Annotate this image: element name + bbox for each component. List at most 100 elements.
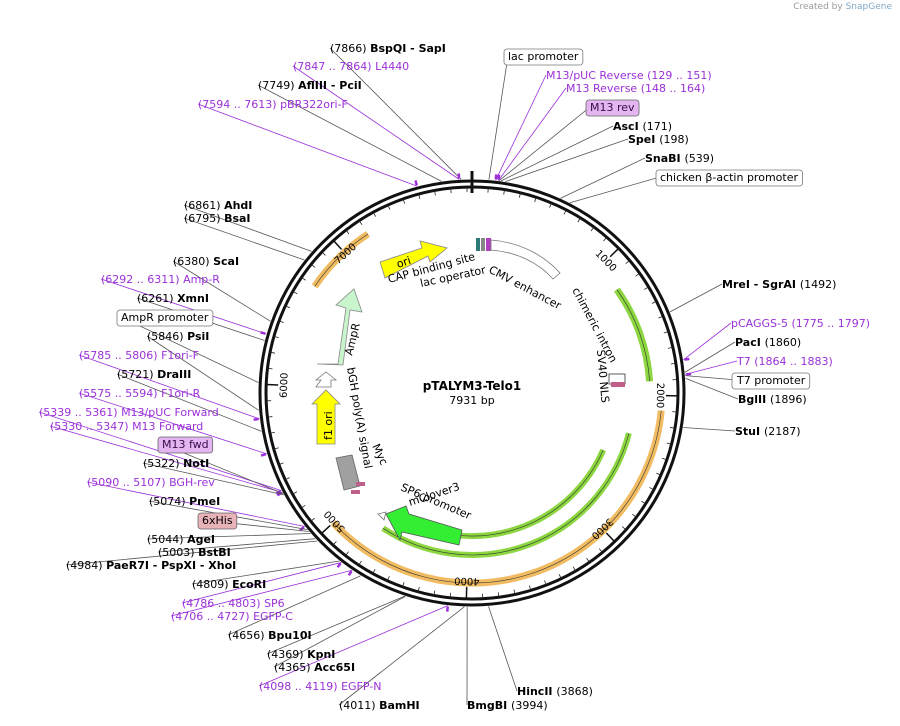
label-bpu10i[interactable]: (4656) Bpu10I xyxy=(228,629,312,642)
minor-tick xyxy=(321,251,326,256)
label-pmei[interactable]: (5074) PmeI xyxy=(149,495,220,508)
minor-tick xyxy=(372,568,376,574)
minor-tick xyxy=(292,491,298,495)
minor-tick xyxy=(267,416,273,418)
f1-ori-feature-arrow[interactable] xyxy=(311,389,341,445)
6xhis-box xyxy=(197,512,238,530)
label-xmni[interactable]: (6261) XmnI xyxy=(137,292,209,305)
sp6-promoter-arrow[interactable] xyxy=(377,511,387,521)
label-f1ori-f[interactable]: (5785 .. 5806) F1ori-F xyxy=(79,349,199,362)
label-bglii[interactable]: BglII (1896) xyxy=(738,393,807,406)
label-bstbi[interactable]: (5003) BstBI xyxy=(158,546,231,559)
ecori-pre: (4809) xyxy=(192,578,232,591)
minor-tick xyxy=(625,260,630,264)
tick-label: 6000 xyxy=(279,372,291,398)
label-ahdi[interactable]: (6861) AhdI xyxy=(184,199,252,212)
label-f1ori-r[interactable]: (5575 .. 5594) F1ori-R xyxy=(79,387,201,400)
minor-tick xyxy=(417,586,420,592)
bgh-rev-pre: (5090 .. 5107) xyxy=(87,476,169,489)
label-paci[interactable]: PacI (1860) xyxy=(735,336,801,349)
label-bgh-rev[interactable]: (5090 .. 5107) BGH-rev xyxy=(87,476,215,489)
label-noti[interactable]: (5322) NotI xyxy=(143,457,209,470)
label-m13-reverse[interactable]: M13 Reverse (148 .. 164) xyxy=(566,82,705,95)
cap-binding-site-marker xyxy=(476,238,480,251)
label-ecori[interactable]: (4809) EcoRI xyxy=(192,578,266,591)
lac-promoter-leader xyxy=(488,55,509,180)
label-kpni[interactable]: (4369) KpnI xyxy=(267,648,335,661)
label-stui[interactable]: StuI (2187) xyxy=(735,425,801,438)
minor-tick xyxy=(270,351,276,354)
label-pcaggs-5[interactable]: pCAGGS-5 (1775 .. 1797) xyxy=(731,317,870,330)
label-t7[interactable]: T7 (1864 .. 1883) xyxy=(736,355,833,368)
minor-tick xyxy=(534,197,537,203)
bpu10i-text: (4656) Bpu10I xyxy=(228,629,312,642)
label-bamhi[interactable]: (4011) BamHI xyxy=(339,699,420,712)
ampr-feature-arrow[interactable] xyxy=(316,288,363,366)
pbr322ori-f-site xyxy=(414,180,418,186)
label-m13-puc-forward[interactable]: (5339 .. 5361) M13/pUC Forward xyxy=(39,406,219,419)
bstbi-text: (5003) BstBI xyxy=(158,546,231,559)
aflIII-pciI-main: AflIII xyxy=(298,79,331,92)
m13-puc-forward-main: M13/pUC Forward xyxy=(121,406,219,419)
major-tick xyxy=(320,524,331,535)
label-agei[interactable]: (5044) AgeI xyxy=(147,533,215,546)
label-m13-rev[interactable]: M13 rev xyxy=(585,99,640,117)
label-asci[interactable]: AscI (171) xyxy=(613,120,672,133)
label-mrei-sgrai[interactable]: MreI - SgrAI (1492) xyxy=(722,278,836,291)
label-sp6[interactable]: (4786 .. 4803) SP6 xyxy=(182,597,285,610)
bspqi-sapi-post: - SapI xyxy=(410,42,446,55)
minor-tick xyxy=(670,362,676,365)
minor-tick xyxy=(269,431,275,434)
paci-post: (1860) xyxy=(765,336,802,349)
label-hincii[interactable]: HincII (3868) xyxy=(517,685,593,698)
sp6-leader xyxy=(181,562,342,604)
egfp-n-main: EGFP-N xyxy=(341,680,381,693)
label-scai[interactable]: (6380) ScaI xyxy=(173,255,239,268)
label-egfp-c[interactable]: (4706 .. 4727) EGFP-C xyxy=(171,610,293,623)
label-l4440[interactable]: (7847 .. 7864) L4440 xyxy=(293,60,409,73)
label-acc65i[interactable]: (4365) Acc65I xyxy=(274,661,355,674)
egfp-n-pre: (4098 .. 4119) xyxy=(259,680,341,693)
label-bmgbi[interactable]: BmgBI (3994) xyxy=(467,699,548,712)
bpu10i-main: Bpu10I xyxy=(268,629,312,642)
label-lac-promoter[interactable]: lac promoter xyxy=(503,48,584,66)
label-m13-fwd[interactable]: M13 fwd xyxy=(157,436,214,454)
mrei-sgrai-leader xyxy=(669,283,723,313)
asci-main: AscI xyxy=(613,120,643,133)
label-t7-promoter[interactable]: T7 promoter xyxy=(731,372,811,390)
paci-leader xyxy=(684,341,736,373)
minor-tick xyxy=(586,557,590,563)
label-m13-puc-reverse[interactable]: M13/pUC Reverse (129 .. 151) xyxy=(546,69,712,82)
noti-pre: (5322) xyxy=(143,457,183,470)
scai-text: (6380) ScaI xyxy=(173,255,239,268)
minor-tick xyxy=(651,300,657,304)
minor-tick xyxy=(310,517,315,522)
label-egfp-n[interactable]: (4098 .. 4119) EGFP-N xyxy=(259,680,381,693)
label-snabi[interactable]: SnaBI (539) xyxy=(645,152,714,165)
label-draiii[interactable]: (5721) DraIII xyxy=(117,368,191,381)
minor-tick xyxy=(267,367,273,370)
label-chicken-actin-promoter[interactable]: chicken β-actin promoter xyxy=(655,169,803,187)
cmv-enhancer-arrow[interactable] xyxy=(490,239,561,280)
sp6-main: SP6 xyxy=(264,597,285,610)
bmgbi-main: BmgBI xyxy=(467,699,511,712)
label-m13-forward[interactable]: (5330 .. 5347) M13 Forward xyxy=(50,420,203,433)
psii-main: PsiI xyxy=(187,330,209,343)
label-bsai[interactable]: (6795) BsaI xyxy=(184,212,251,225)
label-6xhis[interactable]: 6xHis xyxy=(197,512,238,530)
aflIII-pciI-text: (7749) AflIII - PciI xyxy=(258,79,362,92)
label-paer7i-pspxi-xhoi[interactable]: (4984) PaeR7I - PspXI - XhoI xyxy=(66,559,236,572)
label-spei[interactable]: SpeI (198) xyxy=(628,133,689,146)
label-aflIII-pciI[interactable]: (7749) AflIII - PciI xyxy=(258,79,362,92)
minor-tick xyxy=(577,217,581,223)
f1ori-f-main: F1ori-F xyxy=(161,349,199,362)
label-amp-r[interactable]: (6292 .. 6311) Amp-R xyxy=(101,273,220,286)
ori-feature-arrow[interactable] xyxy=(379,240,448,279)
ampr-promoter-arrow[interactable] xyxy=(314,371,338,388)
mclover3-feature-arrow[interactable] xyxy=(385,505,463,546)
label-psii[interactable]: (5846) PsiI xyxy=(147,330,209,343)
label-ampr-promoter[interactable]: AmpR promoter xyxy=(116,309,214,327)
label-bspqi-sapi[interactable]: (7866) BspQI - SapI xyxy=(330,42,446,55)
label-pbr322ori-f[interactable]: (7594 .. 7613) pBR322ori-F xyxy=(198,98,348,111)
